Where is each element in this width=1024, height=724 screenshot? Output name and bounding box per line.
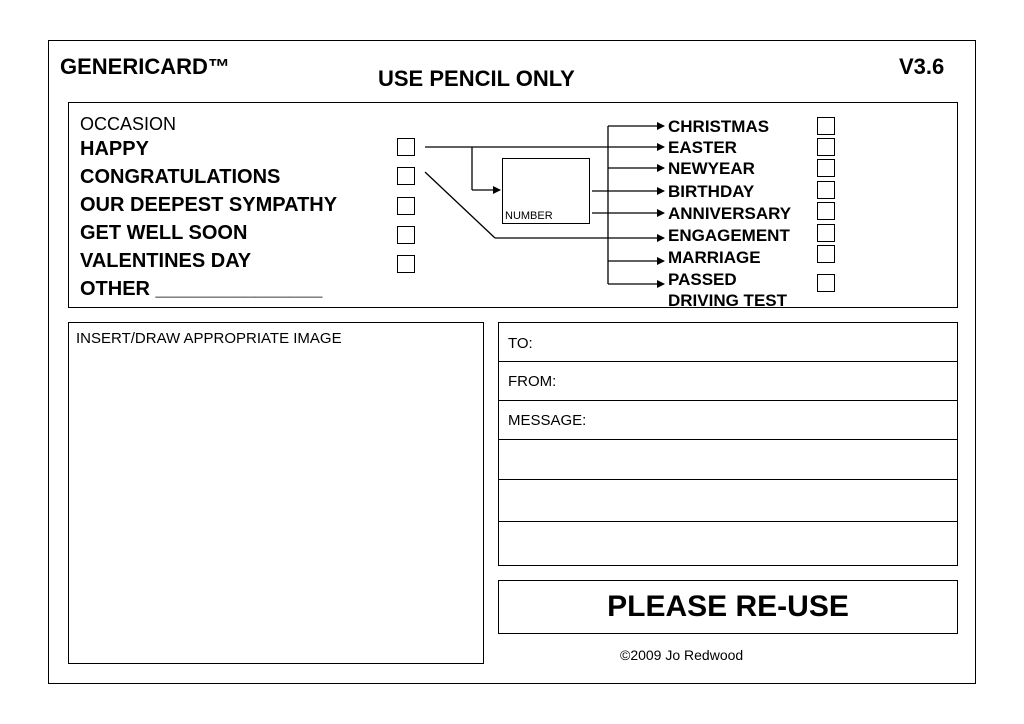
- occasion-happy: HAPPY: [80, 138, 149, 160]
- checkbox-passed-driving-test[interactable]: [817, 274, 835, 292]
- event-birthday: BIRTHDAY: [668, 182, 755, 201]
- checkbox-valentines[interactable]: [397, 255, 415, 273]
- event-driving-test: DRIVING TEST: [668, 291, 788, 310]
- field-divider: [498, 361, 958, 362]
- checkbox-christmas[interactable]: [817, 117, 835, 135]
- pencil-instruction: USE PENCIL ONLY: [378, 66, 575, 91]
- card-frame: [48, 40, 976, 684]
- occasion-section: [68, 102, 958, 308]
- copyright-notice: ©2009 Jo Redwood: [620, 647, 744, 663]
- message-field-label[interactable]: MESSAGE:: [508, 412, 587, 429]
- number-label: NUMBER: [505, 210, 553, 222]
- brand-title: GENERICARD™: [60, 54, 230, 79]
- field-divider: [498, 479, 958, 480]
- checkbox-sympathy[interactable]: [397, 197, 415, 215]
- event-engagement: ENGAGEMENT: [668, 226, 790, 245]
- fields-box: [498, 322, 958, 566]
- image-area-label: INSERT/DRAW APPROPRIATE IMAGE: [76, 330, 342, 347]
- reuse-banner: PLEASE RE-USE: [498, 580, 958, 634]
- to-field-label[interactable]: TO:: [508, 335, 533, 352]
- number-box[interactable]: [502, 158, 590, 224]
- field-divider: [498, 400, 958, 401]
- from-field-label[interactable]: FROM:: [508, 373, 557, 390]
- checkbox-happy[interactable]: [397, 138, 415, 156]
- checkbox-birthday[interactable]: [817, 181, 835, 199]
- event-marriage: MARRIAGE: [668, 248, 761, 267]
- occasion-get-well: GET WELL SOON: [80, 222, 248, 244]
- checkbox-engagement[interactable]: [817, 224, 835, 242]
- field-divider: [498, 521, 958, 522]
- version-label: V3.6: [899, 54, 945, 79]
- event-newyear: NEWYEAR: [668, 159, 755, 178]
- event-anniversary: ANNIVERSARY: [668, 204, 792, 223]
- checkbox-get-well[interactable]: [397, 226, 415, 244]
- occasion-sympathy: OUR DEEPEST SYMPATHY: [80, 194, 338, 216]
- checkbox-newyear[interactable]: [817, 159, 835, 177]
- occasion-congratulations: CONGRATULATIONS: [80, 166, 281, 188]
- event-christmas: CHRISTMAS: [668, 117, 770, 136]
- occasion-valentines: VALENTINES DAY: [80, 250, 252, 272]
- image-area[interactable]: [68, 322, 484, 664]
- checkbox-congratulations[interactable]: [397, 167, 415, 185]
- checkbox-anniversary[interactable]: [817, 202, 835, 220]
- occasion-label: OCCASION: [80, 114, 177, 134]
- field-divider: [498, 439, 958, 440]
- checkbox-easter[interactable]: [817, 138, 835, 156]
- event-easter: EASTER: [668, 138, 737, 157]
- event-passed: PASSED: [668, 270, 737, 289]
- occasion-other: OTHER _______________: [80, 278, 323, 300]
- checkbox-marriage[interactable]: [817, 245, 835, 263]
